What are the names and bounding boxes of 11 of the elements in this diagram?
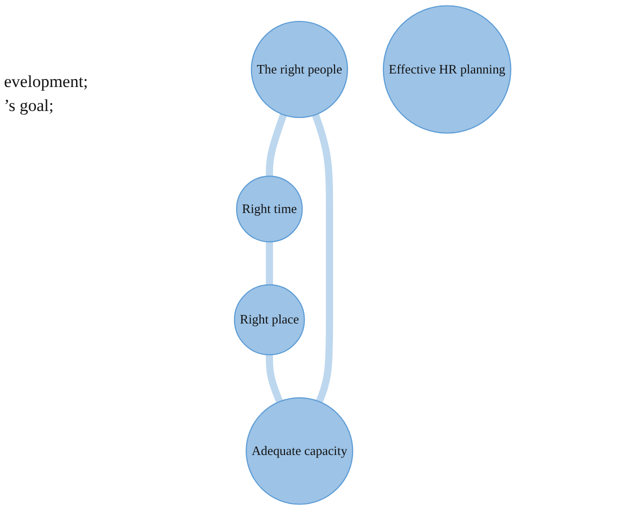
node-circle: Effective HR planning [382, 5, 512, 134]
node-circle: The right people [250, 20, 348, 118]
node-circle: Adequate capacity [246, 397, 354, 505]
node-circle: Right place [234, 284, 305, 356]
note-text: ’s goal; [4, 95, 55, 117]
node-circle: Right time [236, 176, 303, 242]
connector [266, 242, 273, 285]
connector [266, 354, 283, 403]
connector [312, 114, 333, 403]
connector [266, 114, 287, 176]
note-text: evelopment; [4, 71, 88, 93]
